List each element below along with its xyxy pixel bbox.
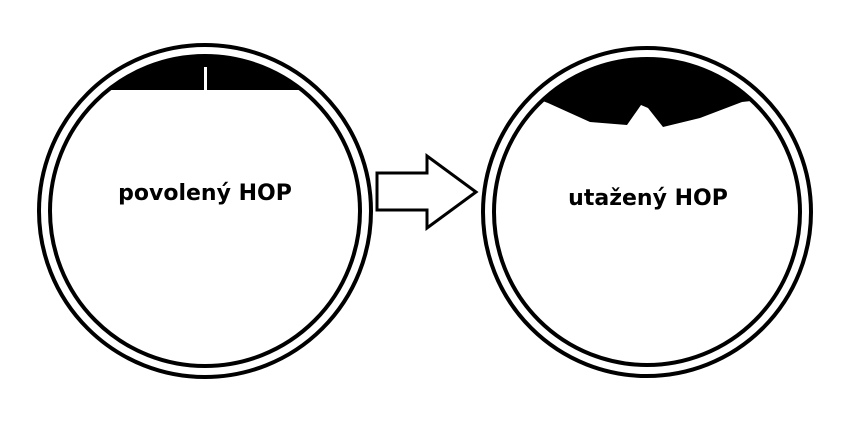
loose-hop-state: povolený HOP xyxy=(37,43,373,379)
arrow-right-icon xyxy=(375,153,479,231)
inner-ring xyxy=(492,57,802,367)
hop-slit xyxy=(204,67,207,91)
inner-ring xyxy=(48,54,362,368)
left-label: povolený HOP xyxy=(118,181,292,206)
tight-hop-state: utažený HOP xyxy=(481,46,813,378)
right-label: utažený HOP xyxy=(568,186,728,211)
hop-rubber-tight xyxy=(540,60,760,127)
outer-ring xyxy=(481,46,813,378)
outer-ring xyxy=(37,43,373,379)
